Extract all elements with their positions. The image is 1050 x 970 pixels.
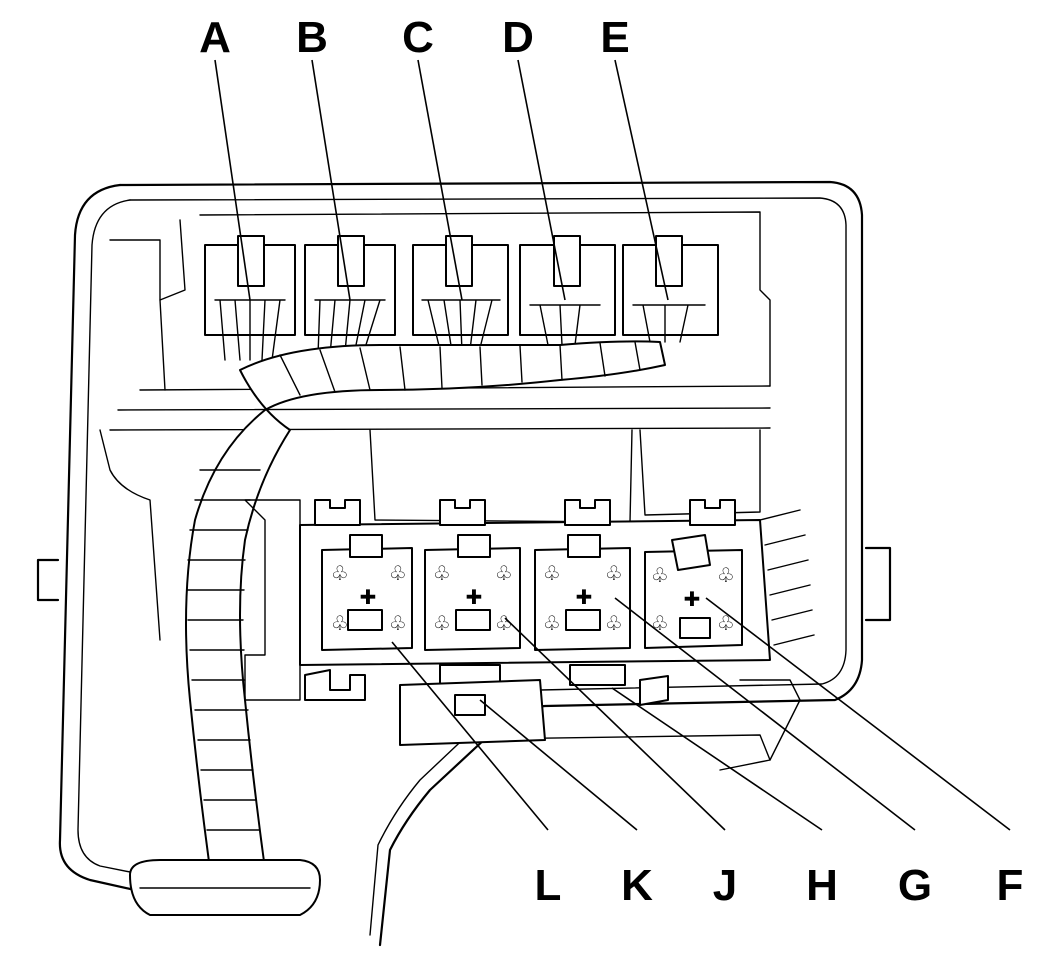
housing: [36, 180, 892, 947]
svg-text:♧: ♧: [331, 611, 349, 635]
wiring-harness: [129, 340, 666, 916]
callout-c: C: [402, 13, 434, 62]
svg-text:♧: ♧: [651, 611, 669, 635]
connector-group-top: [204, 235, 719, 361]
svg-text:♧: ♧: [717, 563, 735, 587]
svg-text:♧: ♧: [495, 561, 513, 585]
callout-a: A: [199, 13, 231, 62]
leader-b: [311, 59, 351, 301]
callout-d: D: [502, 13, 534, 62]
leader-lines: [214, 59, 1011, 831]
connector-d: [519, 235, 616, 346]
svg-text:✚: ✚: [466, 585, 483, 609]
connector-b: [304, 235, 396, 356]
svg-text:♧: ♧: [433, 611, 451, 635]
svg-text:♧: ♧: [389, 611, 407, 635]
relay-socket-l: ♧ ♧ ✚ ♧ ♧: [321, 534, 413, 651]
leader-g: [614, 597, 916, 831]
relay-socket-j: ♧ ♧ ✚ ♧ ♧: [424, 534, 521, 651]
svg-text:♧: ♧: [389, 561, 407, 585]
callout-j: J: [713, 861, 737, 910]
relay-socket-h: ♧ ♧ ✚ ♧ ♧: [534, 534, 631, 651]
svg-text:♧: ♧: [495, 611, 513, 635]
svg-text:✚: ✚: [684, 587, 701, 611]
leader-c: [417, 59, 463, 301]
leader-d: [517, 59, 566, 301]
svg-text:♧: ♧: [717, 611, 735, 635]
relay-block: ♧ ♧ ✚ ♧ ♧ ♧ ♧ ✚ ♧ ♧ ♧ ♧ ✚ ♧ ♧: [244, 499, 815, 746]
callout-labels: A B C D E L K J H G F: [199, 13, 1023, 910]
callout-h: H: [806, 861, 838, 910]
svg-text:♧: ♧: [331, 561, 349, 585]
svg-text:♧: ♧: [543, 611, 561, 635]
svg-text:♧: ♧: [543, 561, 561, 585]
callout-b: B: [296, 13, 328, 62]
callout-l: L: [535, 861, 562, 910]
relay-clip-row: [314, 499, 736, 526]
leader-e: [614, 59, 669, 301]
callout-k: K: [621, 861, 653, 910]
svg-text:♧: ♧: [433, 561, 451, 585]
relay-socket-g: ♧ ♧ ✚ ♧ ♧: [644, 534, 743, 649]
leader-f: [705, 597, 1011, 831]
leader-j: [504, 617, 726, 831]
leader-a: [214, 59, 251, 301]
svg-text:♧: ♧: [651, 563, 669, 587]
relay-fins: [759, 509, 815, 646]
callout-g: G: [898, 861, 932, 910]
leader-k: [479, 699, 638, 831]
leader-l: [391, 641, 549, 831]
svg-text:♧: ♧: [605, 561, 623, 585]
connector-e: [622, 235, 719, 343]
callout-f: F: [997, 861, 1024, 910]
svg-text:✚: ✚: [360, 585, 377, 609]
svg-text:✚: ✚: [576, 585, 593, 609]
svg-text:♧: ♧: [605, 611, 623, 635]
callout-e: E: [600, 13, 629, 62]
leader-h: [611, 687, 823, 831]
